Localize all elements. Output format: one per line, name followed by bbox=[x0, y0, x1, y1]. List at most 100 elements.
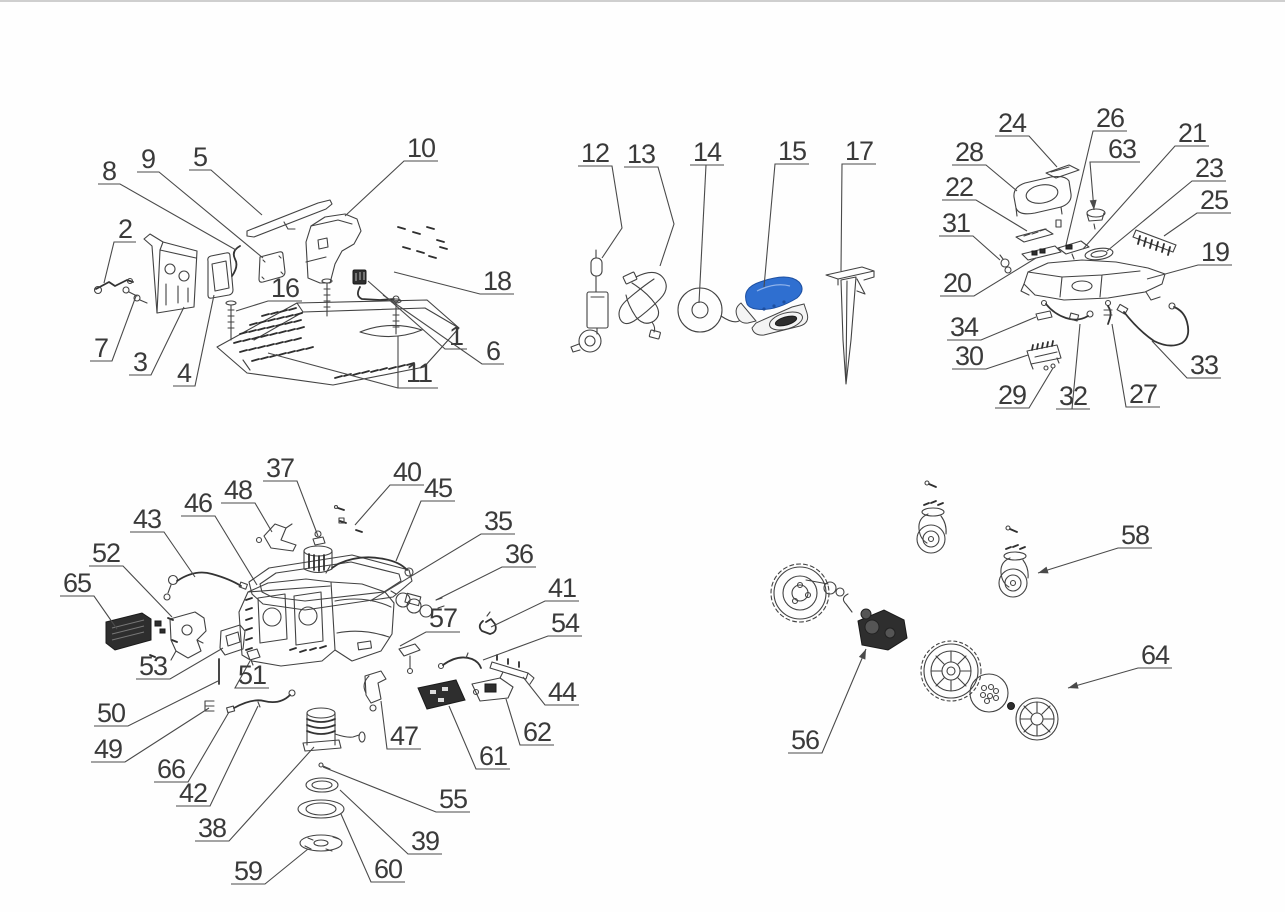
part-label-28: 28 bbox=[952, 137, 1018, 192]
part-47-bracket bbox=[363, 670, 387, 712]
part-number-36: 36 bbox=[505, 539, 533, 569]
part-label-44: 44 bbox=[522, 676, 579, 707]
part-number-5: 5 bbox=[193, 142, 207, 172]
part-label-63: 63 bbox=[1089, 134, 1140, 211]
part-number-51: 51 bbox=[238, 660, 266, 690]
part-number-52: 52 bbox=[92, 538, 120, 568]
part-17-ground-stake bbox=[825, 266, 875, 385]
part-2-latch-lever bbox=[93, 277, 134, 295]
part-44-bar bbox=[489, 654, 535, 685]
part-label-21: 21 bbox=[1082, 118, 1209, 250]
cluster-top-cover bbox=[999, 164, 1190, 371]
part-label-52: 52 bbox=[89, 538, 173, 618]
part-number-64: 64 bbox=[1141, 640, 1170, 670]
part-number-59: 59 bbox=[234, 856, 262, 886]
part-label-37: 37 bbox=[263, 453, 319, 537]
part-14-boundary-wire-spool bbox=[677, 287, 740, 333]
part-number-33: 33 bbox=[1190, 350, 1218, 380]
part-label-31: 31 bbox=[939, 208, 1001, 261]
part-number-47: 47 bbox=[390, 721, 418, 751]
part-53-holder bbox=[219, 624, 246, 656]
part-label-19: 19 bbox=[1146, 237, 1232, 280]
part-label-36: 36 bbox=[435, 539, 536, 601]
part-4-gasket-frame bbox=[207, 252, 234, 299]
part-label-66: 66 bbox=[154, 711, 230, 784]
part-34-plate bbox=[1035, 310, 1053, 321]
part-number-54: 54 bbox=[551, 608, 580, 638]
part-number-56: 56 bbox=[791, 725, 819, 755]
part-26-display-board bbox=[1057, 240, 1090, 260]
part-label-60: 60 bbox=[340, 813, 405, 884]
part-16-screws bbox=[225, 278, 402, 341]
part-22-keypad-label bbox=[1015, 228, 1054, 243]
part-number-55: 55 bbox=[439, 784, 467, 814]
part-6-wire-link bbox=[357, 286, 400, 303]
part-number-50: 50 bbox=[97, 698, 125, 728]
part-label-12: 12 bbox=[578, 138, 623, 259]
part-52-bracket bbox=[169, 611, 207, 661]
part-58-caster-rear bbox=[998, 525, 1029, 598]
part-label-55: 55 bbox=[322, 766, 470, 814]
part-32-wire bbox=[1040, 299, 1094, 322]
part-40-screws bbox=[333, 504, 363, 533]
part-49-clip bbox=[204, 700, 215, 712]
part-label-5: 5 bbox=[189, 142, 263, 216]
part-label-42: 42 bbox=[176, 705, 259, 808]
part-61-pcb bbox=[417, 679, 466, 710]
part-number-24: 24 bbox=[998, 108, 1027, 138]
part-number-40: 40 bbox=[393, 457, 421, 487]
part-number-2: 2 bbox=[118, 214, 132, 244]
part-number-34: 34 bbox=[950, 312, 979, 342]
part-label-47: 47 bbox=[380, 700, 421, 751]
part-13-charger-cable bbox=[618, 271, 667, 340]
part-chassis-frame bbox=[238, 578, 336, 667]
part-label-4: 4 bbox=[173, 294, 215, 388]
part-19-top-shell bbox=[1020, 259, 1166, 301]
part-label-61: 61 bbox=[448, 705, 510, 771]
part-number-3: 3 bbox=[133, 347, 147, 377]
part-60-ring-large bbox=[297, 799, 345, 819]
part-56-drive-gear bbox=[770, 563, 908, 651]
part-number-17: 17 bbox=[845, 136, 873, 166]
part-label-14: 14 bbox=[690, 137, 724, 304]
part-label-51: 51 bbox=[234, 660, 269, 690]
part-body-shell bbox=[330, 581, 395, 662]
part-number-61: 61 bbox=[479, 741, 507, 771]
part-label-43: 43 bbox=[130, 504, 196, 578]
part-5-cover-strip bbox=[246, 199, 333, 238]
part-number-18: 18 bbox=[483, 266, 511, 296]
part-3-dock-panel bbox=[143, 233, 198, 314]
part-blade-motor-top bbox=[303, 545, 333, 574]
part-number-48: 48 bbox=[224, 475, 252, 505]
part-number-45: 45 bbox=[424, 473, 452, 503]
part-label-39: 39 bbox=[339, 789, 442, 856]
part-label-1: 1 bbox=[367, 280, 467, 351]
part-label-13: 13 bbox=[624, 139, 675, 267]
part-39-ring bbox=[305, 777, 339, 793]
part-number-10: 10 bbox=[407, 133, 435, 163]
part-label-2: 2 bbox=[103, 214, 136, 284]
part-57-switch bbox=[398, 643, 421, 675]
part-dock-base-plate bbox=[216, 299, 460, 386]
part-number-29: 29 bbox=[998, 380, 1026, 410]
part-label-22: 22 bbox=[942, 172, 1028, 232]
part-label-30: 30 bbox=[952, 341, 1029, 371]
part-label-41: 41 bbox=[490, 573, 579, 628]
part-label-62: 62 bbox=[505, 698, 554, 747]
part-number-8: 8 bbox=[102, 156, 116, 186]
part-number-42: 42 bbox=[179, 778, 207, 808]
part-label-35: 35 bbox=[369, 506, 515, 602]
part-number-28: 28 bbox=[955, 137, 983, 167]
part-24-display-lid bbox=[1045, 164, 1080, 179]
part-number-60: 60 bbox=[374, 854, 402, 884]
part-number-58: 58 bbox=[1121, 520, 1149, 550]
part-number-31: 31 bbox=[942, 208, 970, 238]
part-25-comb bbox=[1132, 229, 1177, 256]
part-label-20: 20 bbox=[940, 257, 1037, 298]
part-38-mow-motor bbox=[302, 707, 366, 752]
part-label-32: 32 bbox=[1056, 323, 1090, 411]
part-number-62: 62 bbox=[523, 717, 551, 747]
part-label-40: 40 bbox=[354, 457, 424, 526]
